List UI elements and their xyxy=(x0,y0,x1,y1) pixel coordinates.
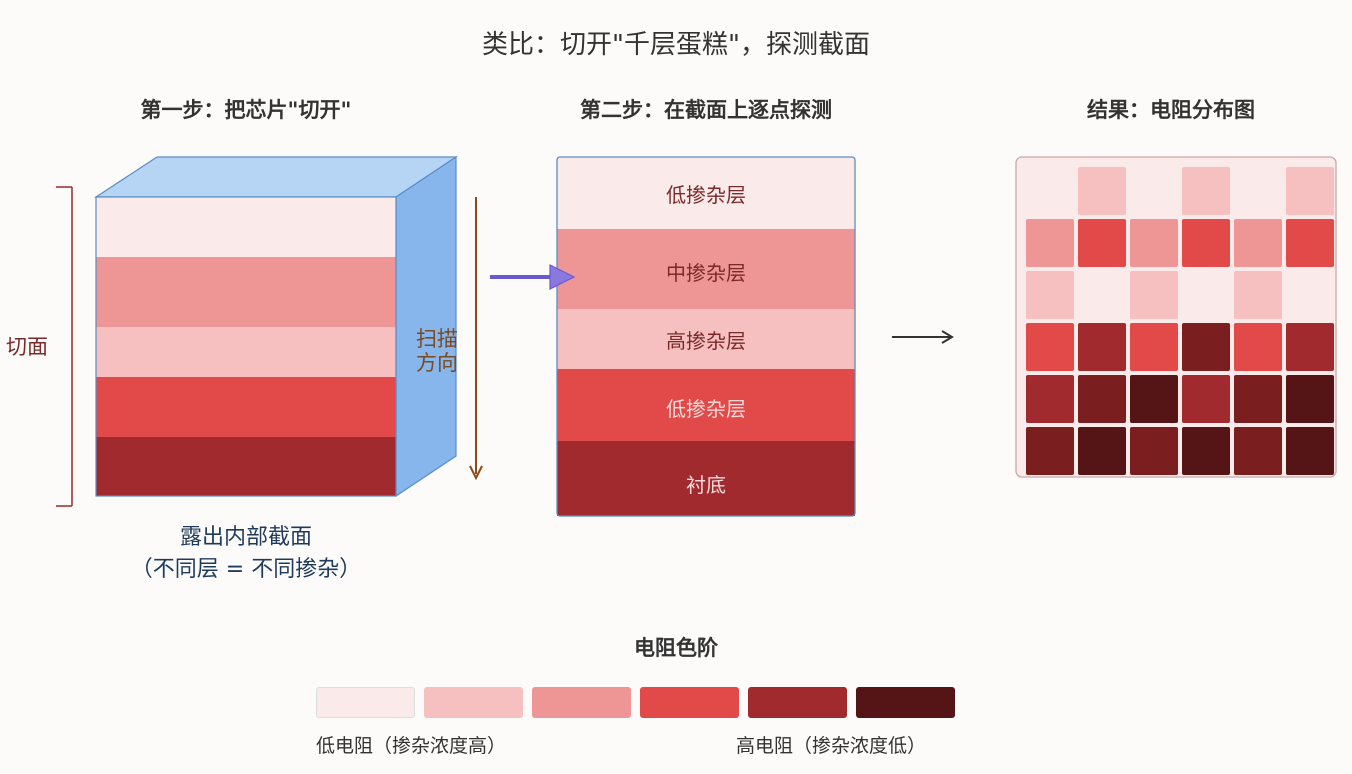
step1-heading: 第一步：把芯片"切开" xyxy=(140,98,352,122)
block-caption-line1: 露出内部截面 xyxy=(179,525,312,550)
block-layer xyxy=(96,327,396,377)
section-label: 切面 xyxy=(6,335,48,359)
slice-layer xyxy=(557,309,855,369)
slice-layer-label: 低掺杂层 xyxy=(666,183,746,207)
slice-layer-label: 衬底 xyxy=(686,473,726,497)
map-cell xyxy=(1026,271,1074,319)
scan-direction-label: 扫描 方向 xyxy=(416,327,458,375)
legend-swatch xyxy=(316,687,415,718)
map-cell xyxy=(1078,219,1126,267)
block-layer xyxy=(96,377,396,437)
slice-layer-label: 中掺杂层 xyxy=(666,261,746,285)
map-cell xyxy=(1130,375,1178,423)
legend-swatch xyxy=(856,687,955,718)
map-cell xyxy=(1078,323,1126,371)
slice-layer xyxy=(557,157,855,229)
legend-swatch xyxy=(532,687,631,718)
map-cell xyxy=(1130,323,1178,371)
map-cell xyxy=(1182,375,1230,423)
map-cell xyxy=(1286,375,1334,423)
map-cell xyxy=(1182,323,1230,371)
legend-swatch xyxy=(748,687,847,718)
block-front-border xyxy=(95,196,397,497)
resistance-map-grid xyxy=(1026,167,1334,475)
slice-layer-label: 高掺杂层 xyxy=(666,329,746,353)
map-cell xyxy=(1130,219,1178,267)
block-top-face xyxy=(93,156,458,198)
slice-layer xyxy=(557,369,855,441)
section-bracket xyxy=(56,186,73,507)
slice-border xyxy=(556,156,856,517)
block-layer xyxy=(96,257,396,327)
map-cell xyxy=(1182,427,1230,475)
probe-arrow-head xyxy=(549,264,576,290)
map-cell xyxy=(1130,427,1178,475)
scan-label-line1: 扫描 xyxy=(416,327,458,351)
legend-title: 电阻色阶 xyxy=(634,636,718,660)
block-layer xyxy=(96,197,396,257)
slice-panel xyxy=(556,156,856,517)
result-arrow-head xyxy=(941,330,954,344)
block-caption: 露出内部截面 （不同层 = 不同掺杂） xyxy=(96,522,396,586)
block-caption-line2: （不同层 = 不同掺杂） xyxy=(130,557,362,582)
block-layer xyxy=(96,437,396,496)
slice-layer xyxy=(557,441,855,516)
map-cell xyxy=(1286,219,1334,267)
map-cell xyxy=(1286,427,1334,475)
map-cell xyxy=(1130,271,1178,319)
step2-heading: 第二步：在截面上逐点探测 xyxy=(580,98,832,122)
slice-layer-label: 低掺杂层 xyxy=(666,397,746,421)
legend-swatch xyxy=(424,687,523,718)
map-cell xyxy=(1026,323,1074,371)
result-heading: 结果：电阻分布图 xyxy=(1087,98,1255,122)
map-cell xyxy=(1026,219,1074,267)
map-cell xyxy=(1234,375,1282,423)
map-cell xyxy=(1026,375,1074,423)
map-cell xyxy=(1078,427,1126,475)
map-cell xyxy=(1234,427,1282,475)
map-cell xyxy=(1026,427,1074,475)
map-cell xyxy=(1286,323,1334,371)
map-cell xyxy=(1234,323,1282,371)
map-cell xyxy=(1182,167,1230,215)
legend-low-label: 低电阻（掺杂浓度高） xyxy=(316,735,507,757)
slice-layer xyxy=(557,229,855,309)
block-front-face xyxy=(95,196,397,497)
scan-arrow-head xyxy=(469,465,483,481)
map-cell xyxy=(1182,219,1230,267)
map-cell xyxy=(1078,167,1126,215)
scan-label-line2: 方向 xyxy=(416,351,458,375)
map-cell xyxy=(1234,219,1282,267)
legend-high-label: 高电阻（掺杂浓度低） xyxy=(736,735,927,757)
legend-swatch xyxy=(640,687,739,718)
page-title: 类比：切开"千层蛋糕"，探测截面 xyxy=(482,30,870,60)
map-cell xyxy=(1078,375,1126,423)
map-cell xyxy=(1286,167,1334,215)
map-cell xyxy=(1234,271,1282,319)
